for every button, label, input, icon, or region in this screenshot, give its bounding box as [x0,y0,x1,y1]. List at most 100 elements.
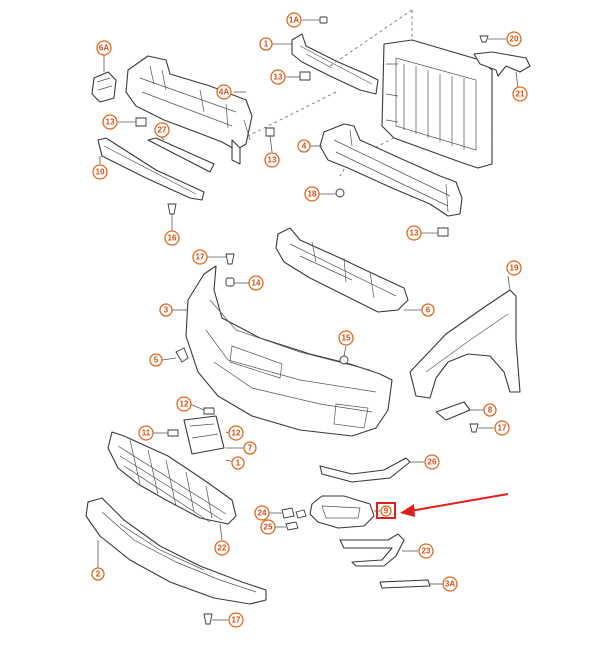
callout-16[interactable]: 16 [164,230,180,246]
callout-25[interactable]: 25 [260,519,276,535]
callout-6a[interactable]: 6A [96,40,112,56]
part-19-fender [409,289,521,399]
callout-24[interactable]: 24 [254,505,270,521]
part-24-clip [281,507,307,519]
callout-1a[interactable]: 1A [286,12,302,28]
svg-text:10: 10 [96,168,105,177]
callout-22[interactable]: 22 [214,540,230,556]
part-8-fender-bracket [435,401,471,421]
svg-text:13: 13 [410,229,419,238]
svg-text:2: 2 [96,570,101,579]
part-13-bolt-top [299,71,311,81]
callouts: 6A 1A 1 13 20 21 4A 13 27 13 4 [91,12,528,628]
callout-19[interactable]: 19 [506,260,522,276]
callout-13-left[interactable]: 13 [102,114,118,130]
highlight-annotation [376,493,509,519]
part-10-lower-bar [97,137,205,201]
svg-text:3A: 3A [445,580,455,589]
callout-12-upper[interactable]: 12 [176,396,192,412]
part-13-bolt-right [265,127,275,137]
part-25-clip [285,521,299,531]
part-27-absorber-strip [147,137,215,173]
part-license-plate-bracket [183,415,225,455]
callout-17-upper[interactable]: 17 [192,249,208,265]
svg-text:13: 13 [274,73,283,82]
callout-13-right[interactable]: 13 [264,152,280,168]
svg-text:3: 3 [164,306,169,315]
svg-text:19: 19 [510,264,519,273]
highlight-box [376,502,396,519]
callout-15[interactable]: 15 [338,330,354,346]
callout-13-top[interactable]: 13 [270,69,286,85]
part-4-impact-bar [319,123,463,217]
part-11-screw [167,429,179,437]
part-3a-strip [379,579,431,589]
part-4a-impact-bar [125,55,253,165]
svg-text:23: 23 [422,547,431,556]
callout-8[interactable]: 8 [483,403,497,417]
callout-10[interactable]: 10 [92,164,108,180]
callout-12-lower[interactable]: 12 [228,425,244,441]
callout-26[interactable]: 26 [424,454,440,470]
callout-6[interactable]: 6 [421,303,435,317]
part-18-nut [335,188,345,198]
highlight-arrow-line [409,493,509,512]
callout-3[interactable]: 3 [159,303,173,317]
callout-23[interactable]: 23 [418,543,434,559]
callout-1[interactable]: 1 [259,37,273,51]
part-fog-lamp-bezel [309,495,375,529]
part-14-clip [225,277,235,287]
part-3-bumper-cover [185,265,393,437]
part-17-screw-bottom [203,613,213,625]
svg-text:4: 4 [302,142,307,151]
callout-7[interactable]: 7 [243,441,257,455]
svg-text:22: 22 [218,544,227,553]
callout-4a[interactable]: 4A [216,84,232,100]
callout-13-lower[interactable]: 13 [406,225,422,241]
part-23-bezel-trim [339,533,405,567]
callout-27[interactable]: 27 [154,122,170,138]
svg-text:16: 16 [168,234,177,243]
part-22-lower-grille [107,431,237,525]
callout-14[interactable]: 14 [248,275,264,291]
svg-text:15: 15 [342,334,351,343]
svg-text:13: 13 [268,156,277,165]
part-15-nut [339,355,349,365]
callout-20[interactable]: 20 [506,31,522,47]
svg-text:8: 8 [488,406,493,415]
callout-18[interactable]: 18 [304,186,320,202]
part-6a-mount [91,71,117,103]
callout-17-fender[interactable]: 17 [494,420,510,436]
callout-2[interactable]: 2 [91,567,105,581]
callout-1-lower[interactable]: 1 [231,456,245,470]
part-17-screw-fender [469,423,479,433]
svg-text:5: 5 [154,356,159,365]
part-13-bolt-lower [437,227,449,237]
svg-text:26: 26 [428,458,437,467]
svg-text:13: 13 [106,118,115,127]
callout-5[interactable]: 5 [149,353,163,367]
svg-text:7: 7 [248,444,253,453]
svg-text:6A: 6A [99,44,109,53]
callout-11[interactable]: 11 [138,425,154,441]
part-16-screw [167,203,177,215]
svg-text:9: 9 [384,507,389,516]
callout-21[interactable]: 21 [512,86,528,102]
svg-text:21: 21 [516,90,525,99]
svg-text:17: 17 [498,424,507,433]
callout-17-bottom[interactable]: 17 [228,612,244,628]
svg-text:11: 11 [142,429,151,438]
part-1-bracket-arm [291,33,379,95]
svg-text:4A: 4A [219,88,229,97]
part-2-lower-spoiler [85,497,267,605]
svg-text:27: 27 [158,126,167,135]
part-12-screw-upper [203,407,215,415]
svg-text:20: 20 [510,35,519,44]
part-20-screw [479,35,489,43]
callout-9-highlighted[interactable]: 9 [380,505,392,517]
svg-text:18: 18 [308,190,317,199]
callout-3a[interactable]: 3A [442,576,458,592]
svg-text:17: 17 [196,253,205,262]
callout-4[interactable]: 4 [297,139,311,153]
